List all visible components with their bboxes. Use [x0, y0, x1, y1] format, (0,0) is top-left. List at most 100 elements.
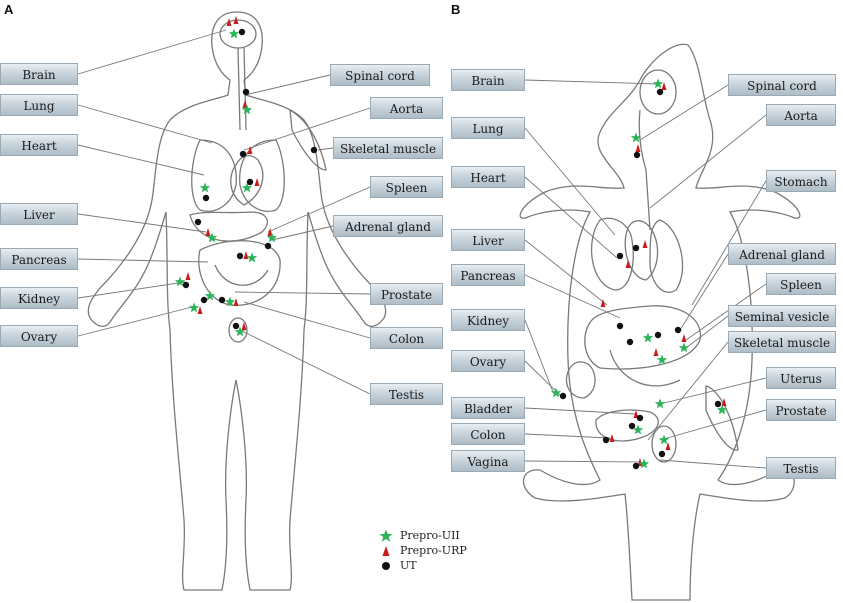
ut-dot-marker [559, 392, 567, 400]
label-a-heart: Heart [0, 134, 78, 156]
label-b-skeletal-muscle: Skeletal muscle [728, 331, 836, 353]
label-a-skeletal-muscle: Skeletal muscle [333, 137, 443, 159]
ut-dot-marker [633, 151, 641, 159]
ut-dot-marker [239, 150, 247, 158]
label-a-pancreas: Pancreas [0, 248, 78, 270]
label-b-prostate: Prostate [766, 399, 836, 421]
leader-line [659, 377, 767, 405]
leader-line [77, 104, 213, 144]
prepro-urp-triangle-marker [233, 298, 239, 306]
prepro-uii-star-marker [630, 132, 642, 143]
leader-line [685, 315, 729, 349]
ut-dot-marker [218, 296, 226, 304]
ut-dot-marker [310, 146, 318, 154]
prepro-urp-triangle-marker [242, 100, 248, 108]
prepro-uii-star-marker [199, 182, 211, 193]
leader-line [77, 213, 207, 233]
prepro-urp-triangle-marker [625, 260, 631, 268]
label-b-spinal-cord: Spinal cord [728, 74, 836, 96]
panel-label-b: B [451, 2, 461, 17]
label-a-adrenal-gland: Adrenal gland [333, 215, 443, 237]
ut-dot-marker [194, 218, 202, 226]
prepro-urp-triangle-marker [633, 410, 639, 418]
prepro-uii-star-marker [266, 232, 278, 243]
leader-line [524, 460, 641, 463]
ut-dot-marker [628, 422, 636, 430]
ut-dot-marker [236, 252, 244, 260]
label-b-kidney: Kidney [451, 309, 525, 331]
ut-dot-marker [616, 252, 624, 260]
leader-line [524, 176, 618, 259]
leader-line [524, 407, 637, 415]
ut-dot-marker [714, 400, 722, 408]
label-a-brain: Brain [0, 63, 78, 85]
leader-line [77, 258, 209, 263]
label-b-stomach: Stomach [766, 170, 836, 192]
label-b-spleen: Spleen [766, 273, 836, 295]
label-a-lung: Lung [0, 94, 78, 116]
label-b-heart: Heart [451, 166, 525, 188]
label-b-bladder: Bladder [451, 397, 525, 419]
label-b-aorta: Aorta [766, 104, 836, 126]
label-b-brain: Brain [451, 69, 525, 91]
leader-line [243, 107, 371, 151]
prepro-uii-star-marker [654, 398, 666, 409]
ut-dot-marker [674, 326, 682, 334]
label-a-ovary: Ovary [0, 325, 78, 347]
label-b-testis: Testis [766, 457, 836, 479]
legend-label: Prepro-UII [400, 529, 460, 542]
label-b-uterus: Uterus [766, 367, 836, 389]
prepro-uii-star-marker [550, 387, 562, 398]
prepro-urp-triangle-marker [642, 240, 648, 248]
ut-dot-marker [616, 322, 624, 330]
label-a-spinal-cord: Spinal cord [330, 64, 430, 86]
prepro-uii-star-marker [632, 424, 644, 435]
prepro-urp-triangle-marker [247, 146, 253, 154]
prepro-urp-triangle-marker [241, 322, 247, 330]
label-b-adrenal-gland: Adrenal gland [728, 243, 836, 265]
legend-label: UT [400, 559, 417, 572]
prepro-urp-triangle-marker [721, 398, 727, 406]
leader-line [679, 253, 729, 331]
leader-line [239, 329, 371, 395]
ut-dot-marker [632, 244, 640, 252]
leader-line [244, 74, 331, 96]
leader-line [271, 225, 334, 241]
legend-label: Prepro-URP [400, 544, 467, 557]
prepro-uii-star-marker [234, 326, 246, 337]
label-a-testis: Testis [370, 383, 443, 405]
prepro-uii-star-marker [678, 342, 690, 353]
leader-line [77, 144, 205, 176]
ut-dot-marker [238, 28, 246, 36]
leader-line [524, 79, 659, 85]
human-body-outline [87, 11, 387, 591]
ut-dot-marker [246, 178, 254, 186]
leader-line [524, 319, 554, 393]
ut-dot-marker [242, 88, 250, 96]
prepro-urp-triangle-marker [226, 18, 232, 26]
label-b-lung: Lung [451, 117, 525, 139]
leader-line [77, 29, 227, 75]
ut-dot-marker [232, 322, 240, 330]
ut-dot-marker [182, 281, 190, 289]
label-b-vagina: Vagina [451, 450, 525, 472]
prepro-urp-triangle-marker [661, 82, 667, 90]
label-b-pancreas: Pancreas [451, 264, 525, 286]
prepro-uii-star-marker [206, 232, 218, 243]
prepro-uii-star-marker [658, 434, 670, 445]
ut-dot-marker [656, 88, 664, 96]
leader-line [524, 433, 611, 439]
leader-line [524, 274, 621, 319]
leader-line [243, 301, 371, 339]
panel-label-a: A [4, 2, 14, 17]
prepro-uii-star-marker [188, 302, 200, 313]
prepro-urp-triangle-marker [665, 442, 671, 450]
label-a-kidney: Kidney [0, 287, 78, 309]
legend-item-prepro-urp: Prepro-URP [378, 543, 467, 558]
label-a-colon: Colon [370, 327, 443, 349]
label-a-aorta: Aorta [370, 97, 443, 119]
leader-line [647, 341, 729, 441]
star-icon [379, 529, 393, 542]
ut-dot-marker [602, 436, 610, 444]
